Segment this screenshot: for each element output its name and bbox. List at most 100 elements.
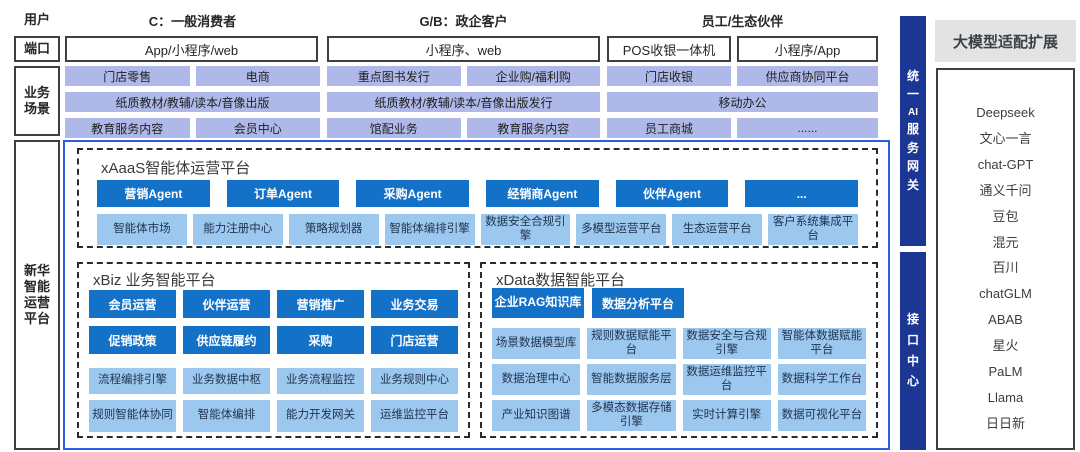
interface-center-bar: 接 口 中 心: [900, 252, 926, 450]
xbiz-box: 业务数据中枢: [183, 368, 270, 394]
gateway-char: 务: [906, 140, 919, 155]
scenario-box: 重点图书发行: [327, 66, 461, 86]
scenario-box: 会员中心: [195, 118, 320, 138]
scenario-box: 教育服务内容: [65, 118, 190, 138]
gateway-char: AI: [908, 106, 918, 118]
capability-box: 多模型运营平台: [576, 214, 667, 245]
agent-box: 采购Agent: [356, 180, 470, 207]
xdata-box: 产业知识图谱: [492, 400, 581, 431]
xdata-box: 数据运维监控平台: [682, 364, 771, 395]
row-label-ports: 端口: [14, 36, 60, 62]
scenario-box: 企业购/福利购: [466, 66, 600, 86]
model-item: chat-GPT: [977, 156, 1034, 172]
scenario-row: 教育服务内容 会员中心: [65, 118, 320, 138]
xbiz-box: 流程编排引擎: [89, 368, 176, 394]
xbiz-box: 会员运营: [89, 290, 176, 318]
scenario-box: 纸质教材/教辅/读本/音像出版: [65, 92, 320, 112]
scenario-box: 供应商协同平台: [737, 66, 878, 86]
scenario-row: 员工商城 ......: [607, 118, 878, 138]
scenario-box: 移动办公: [607, 92, 878, 112]
model-item: chatGLM: [979, 286, 1032, 302]
xdata-box: 数据分析平台: [592, 288, 684, 318]
xdata-box: 场景数据模型库: [492, 328, 581, 359]
xdata-light-row-3: 产业知识图谱 多模态数据存储引擎 实时计算引擎 数据可视化平台: [492, 400, 866, 431]
scenario-box: 电商: [195, 66, 320, 86]
model-panel-title: 大模型适配扩展: [935, 20, 1076, 62]
model-item: 通义千问: [979, 182, 1032, 198]
port-miniapp-web: 小程序、web: [327, 36, 600, 62]
xdata-box: 数据可视化平台: [777, 400, 866, 431]
interface-char: 心: [906, 374, 919, 389]
scenario-box: 纸质教材/教辅/读本/音像出版发行: [327, 92, 600, 112]
xbiz-dark-row-2: 促销政策 供应链履约 采购 门店运营: [89, 326, 458, 354]
port-app-miniapp-web: App/小程序/web: [65, 36, 318, 62]
xdata-panel: xData数据智能平台 企业RAG知识库 数据分析平台 场景数据模型库 规则数据…: [480, 262, 878, 438]
platform-frame: xAaaS智能体运营平台 营销Agent 订单Agent 采购Agent 经销商…: [63, 140, 890, 450]
scenario-row: 纸质教材/教辅/读本/音像出版发行: [327, 92, 600, 112]
interface-char: 口: [906, 332, 919, 347]
interface-char: 接: [906, 312, 919, 327]
xbiz-box: 供应链履约: [183, 326, 270, 354]
model-item: ABAB: [988, 312, 1023, 328]
model-item: 混元: [992, 234, 1019, 250]
model-item: Deepseek: [976, 105, 1035, 120]
port-pos-terminal: POS收银一体机: [607, 36, 731, 62]
model-item: PaLM: [988, 364, 1023, 380]
scenario-row: 纸质教材/教辅/读本/音像出版: [65, 92, 320, 112]
xaaas-panel: xAaaS智能体运营平台 营销Agent 订单Agent 采购Agent 经销商…: [77, 148, 878, 248]
platform-label-line1: 新华: [23, 262, 50, 278]
xdata-dark-row: 企业RAG知识库 数据分析平台: [492, 288, 684, 318]
xdata-title: xData数据智能平台: [496, 272, 626, 289]
scenario-column-gov-biz: 重点图书发行 企业购/福利购 纸质教材/教辅/读本/音像出版发行 馆配业务 教育…: [327, 66, 600, 138]
model-item: 百川: [992, 260, 1019, 276]
xbiz-box: 规则智能体协同: [89, 400, 176, 432]
capability-box: 生态运营平台: [672, 214, 763, 245]
xdata-box: 企业RAG知识库: [492, 288, 584, 318]
scenario-column-staff-partner: 门店收银 供应商协同平台 移动办公 员工商城 ......: [607, 66, 878, 138]
user-segment-staff-partner: 员工/生态伙伴: [701, 13, 784, 29]
agent-box: 经销商Agent: [486, 180, 599, 207]
xbiz-box: 能力开发网关: [277, 400, 364, 432]
model-item: 星火: [992, 338, 1019, 354]
scenario-row: 门店零售 电商: [65, 66, 320, 86]
xbiz-light-row-1: 流程编排引擎 业务数据中枢 业务流程监控 业务规则中心: [89, 368, 458, 394]
agent-box: ...: [745, 180, 859, 207]
xbiz-box: 门店运营: [371, 326, 458, 354]
user-segment-gov-biz: G/B：政企客户: [419, 13, 508, 29]
xdata-box: 数据安全与合规引擎: [682, 328, 771, 359]
capability-box: 数据安全合规引擎: [480, 214, 571, 245]
port-miniapp-app: 小程序/App: [737, 36, 878, 62]
xbiz-box: 智能体编排: [183, 400, 270, 432]
gateway-char: 统: [906, 68, 919, 83]
capability-box: 策略规划器: [288, 214, 379, 245]
xbiz-box: 业务流程监控: [277, 368, 364, 394]
xdata-box: 数据治理中心: [492, 364, 581, 395]
xbiz-title: xBiz 业务智能平台: [93, 272, 216, 289]
gateway-char: 关: [906, 177, 919, 192]
agent-box: 营销Agent: [97, 180, 210, 207]
scenario-box: 馆配业务: [327, 118, 461, 138]
scenario-box: ......: [737, 118, 878, 138]
model-item: 豆包: [992, 208, 1019, 224]
scenario-box: 门店收银: [607, 66, 731, 86]
xdata-box: 数据科学工作台: [777, 364, 866, 395]
row-label-scenarios-line2: 场景: [23, 101, 50, 116]
platform-label-line3: 运营: [23, 295, 50, 310]
capability-box: 智能体市场: [97, 214, 187, 245]
scenario-box: 门店零售: [65, 66, 190, 86]
row-label-users: 用户: [23, 11, 50, 27]
xdata-box: 智能体数据赋能平台: [777, 328, 866, 359]
xdata-box: 多模态数据存储引擎: [587, 400, 676, 431]
scenario-box: 员工商城: [607, 118, 731, 138]
agent-box: 订单Agent: [226, 180, 340, 207]
model-item: 文心一言: [979, 130, 1032, 146]
unified-ai-gateway-bar: 统 一 AI 服 务 网 关: [900, 16, 926, 246]
capability-box: 能力注册中心: [192, 214, 283, 245]
scenario-box: 教育服务内容: [466, 118, 600, 138]
platform-label-line2: 智能: [23, 278, 50, 294]
model-list: Deepseek 文心一言 chat-GPT 通义千问 豆包 混元 百川 cha…: [936, 68, 1075, 450]
gateway-char: 网: [906, 159, 919, 174]
row-label-scenarios: 业务 场景: [14, 66, 60, 136]
xbiz-light-row-2: 规则智能体协同 智能体编排 能力开发网关 运维监控平台: [89, 400, 458, 432]
